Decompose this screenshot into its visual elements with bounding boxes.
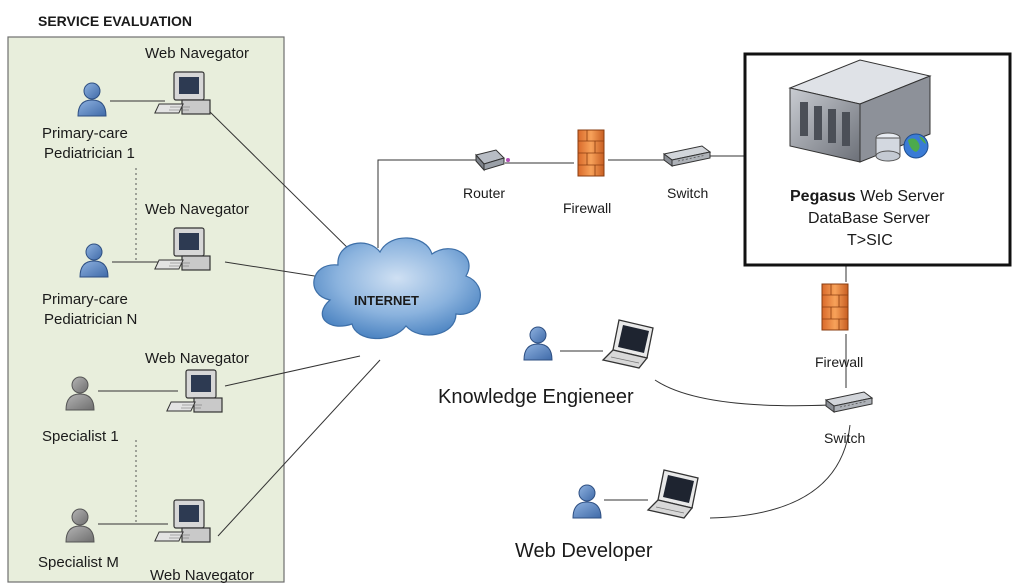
knowledge-engineer: Knowledge Engieneer xyxy=(438,319,654,408)
server-label-line1: Pegasus Web Server xyxy=(790,188,945,205)
switch-top: Switch xyxy=(663,145,711,201)
laptop-icon xyxy=(647,469,699,519)
knowledge-engineer-label: Knowledge Engieneer xyxy=(438,386,634,408)
switch-icon xyxy=(825,391,873,413)
server-icon xyxy=(788,59,932,163)
user-label-line2: Pediatrician N xyxy=(44,311,137,328)
station-label: Web Navegator xyxy=(145,201,249,218)
internet-label: INTERNET xyxy=(354,293,419,308)
firewall-icon xyxy=(821,283,849,331)
user-label: Specialist M xyxy=(38,554,119,571)
cloud-shape xyxy=(313,237,481,340)
client-4: Specialist M Web Navegator xyxy=(38,499,254,584)
server-name: Pegasus xyxy=(790,188,856,205)
section-title: SERVICE EVALUATION xyxy=(38,13,192,29)
switch-right-label: Switch xyxy=(824,430,865,446)
server-role: Web Server xyxy=(856,188,945,205)
firewall-right-label: Firewall xyxy=(815,354,863,370)
laptop-icon xyxy=(602,319,654,369)
station-label: Web Navegator xyxy=(150,567,254,584)
user-label-line2: Pediatrician 1 xyxy=(44,145,135,162)
firewall-icon xyxy=(577,129,605,177)
server-label-line2: DataBase Server xyxy=(808,210,931,227)
client-1: Web Navegator Primary-care Pediatrician … xyxy=(42,45,249,162)
server-box: Pegasus Web Server DataBase Server T>SIC xyxy=(743,52,1012,267)
station-label: Web Navegator xyxy=(145,350,249,367)
firewall-right: Firewall xyxy=(815,283,863,370)
switch-right: Switch xyxy=(824,391,873,446)
user-label: Specialist 1 xyxy=(42,428,119,445)
web-developer-label: Web Developer xyxy=(515,540,653,562)
user-label-line1: Primary-care xyxy=(42,125,128,142)
internet-cloud: INTERNET xyxy=(313,237,481,340)
server-label-line3: T>SIC xyxy=(847,232,893,249)
client-3: Web Navegator Specialist 1 xyxy=(42,350,249,445)
user-label-line1: Primary-care xyxy=(42,291,128,308)
web-developer: Web Developer xyxy=(515,469,699,562)
switch-icon xyxy=(663,145,711,167)
user-icon xyxy=(572,484,602,519)
firewall-top-label: Firewall xyxy=(563,200,611,216)
user-icon xyxy=(523,326,553,361)
client-2: Web Navegator Primary-care Pediatrician … xyxy=(42,201,249,328)
router-label: Router xyxy=(463,185,505,201)
connections xyxy=(98,100,851,537)
service-evaluation-panel xyxy=(7,36,285,583)
router: Router xyxy=(463,149,510,201)
switch-top-label: Switch xyxy=(667,185,708,201)
station-label: Web Navegator xyxy=(145,45,249,62)
firewall-top: Firewall xyxy=(563,129,611,216)
